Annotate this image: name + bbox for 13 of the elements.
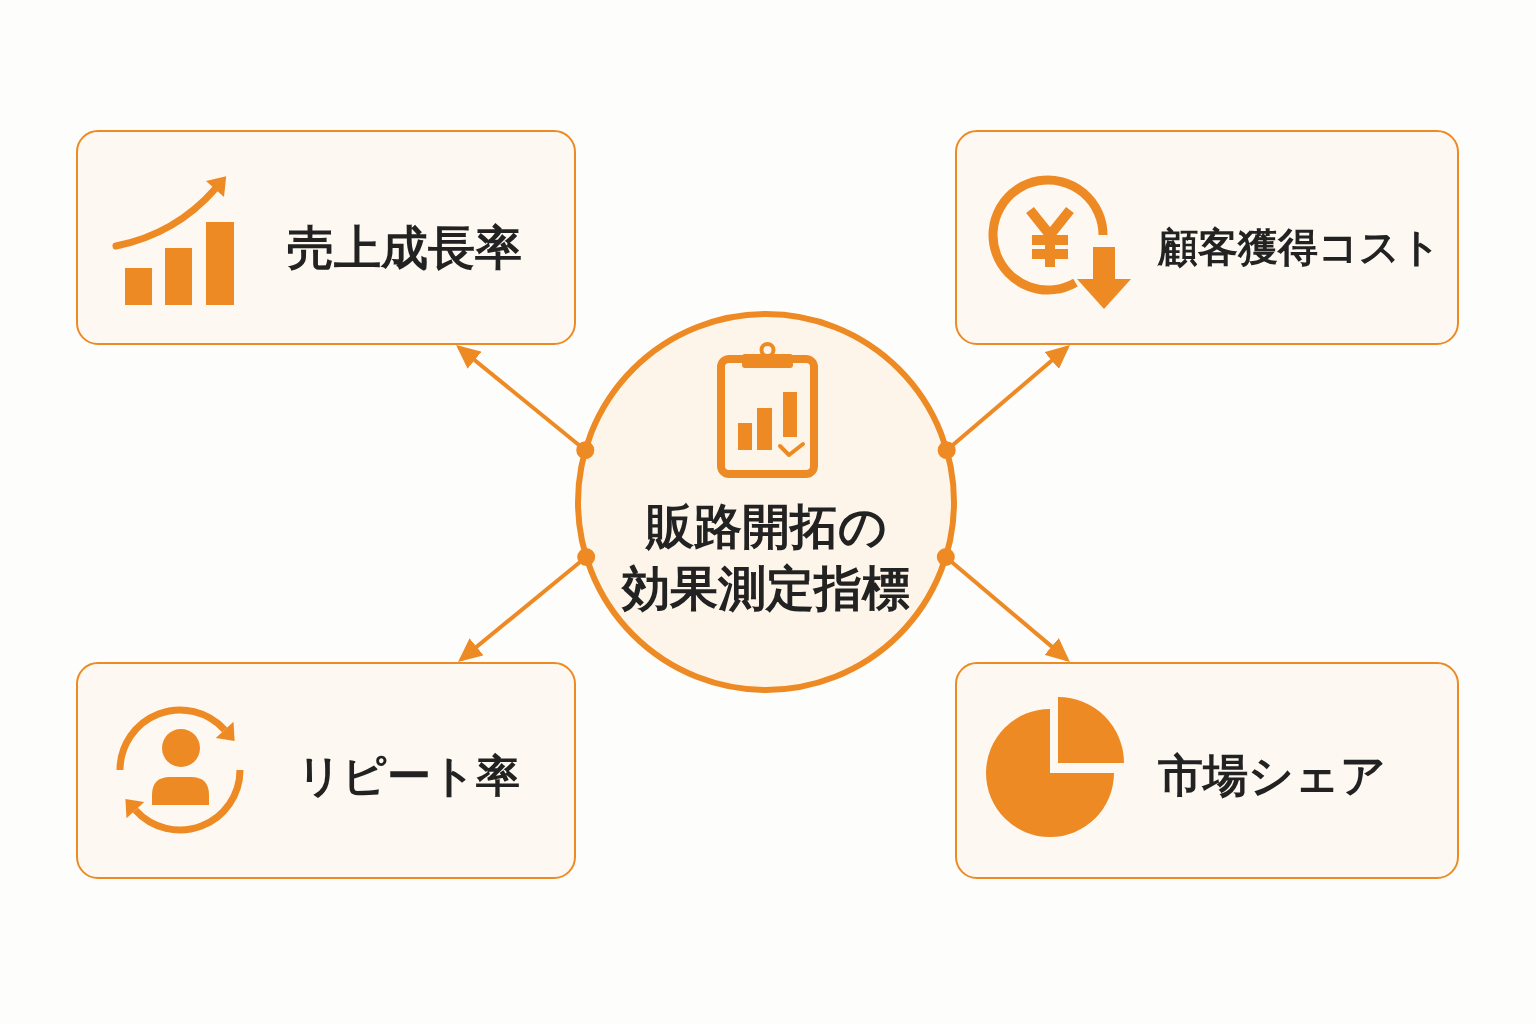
metric-box bbox=[955, 130, 1459, 345]
arrow bbox=[937, 345, 1071, 460]
metric-box bbox=[955, 662, 1459, 879]
hub-title: 販路開拓の効果測定指標 bbox=[622, 497, 910, 618]
arrow bbox=[458, 548, 596, 663]
arrow bbox=[456, 345, 595, 460]
metric-box bbox=[76, 662, 576, 879]
metric-name: リピート率 bbox=[297, 748, 520, 803]
metric-name: 市場シェア bbox=[1158, 747, 1386, 804]
metric-box bbox=[76, 130, 576, 345]
arrow bbox=[936, 548, 1070, 662]
metric-name: 売上成長率 bbox=[287, 218, 522, 277]
metric-name: 顧客獲得コスト bbox=[1158, 223, 1441, 272]
